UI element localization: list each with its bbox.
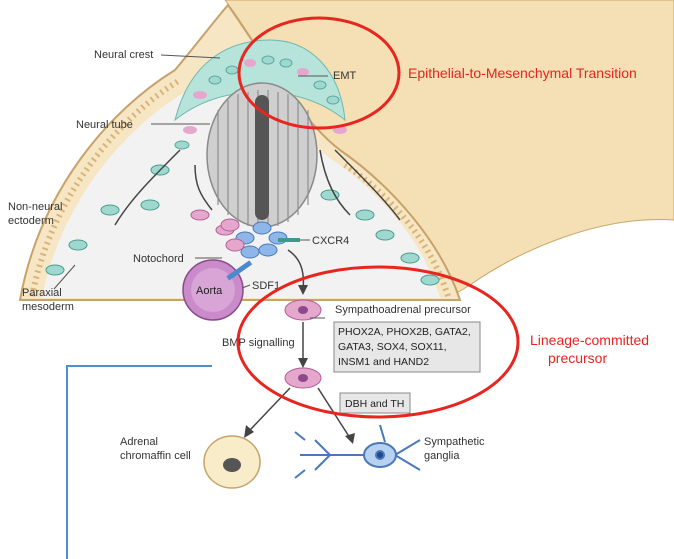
label-adrenal-2: chromaffin cell — [120, 450, 191, 462]
annotation-emt: Epithelial-to-Mesenchymal Transition — [408, 65, 637, 81]
tf-box: PHOX2A, PHOX2B, GATA2, GATA3, SOX4, SOX1… — [334, 322, 480, 372]
label-bmp: BMP signalling — [222, 337, 295, 349]
tf-line-1: PHOX2A, PHOX2B, GATA2, — [338, 326, 471, 338]
to-chromaffin-arrow — [250, 388, 290, 430]
label-non-neural-1: Non-neural — [8, 201, 62, 213]
label-emt: EMT — [333, 70, 357, 82]
label-aorta: Aorta — [196, 285, 223, 297]
dbh-text: DBH and TH — [345, 398, 404, 410]
label-paraxial-1: Paraxial — [22, 287, 62, 299]
label-notochord: Notochord — [133, 253, 184, 265]
annotation-lineage-2: precursor — [548, 350, 607, 366]
tf-line-2: GATA3, SOX4, SOX11, — [338, 341, 447, 353]
chromaffin-cell — [204, 436, 260, 488]
tf-line-3: INSM1 and HAND2 — [338, 356, 429, 368]
label-neural-tube: Neural tube — [76, 119, 133, 131]
label-neural-crest: Neural crest — [94, 49, 153, 61]
label-paraxial-2: mesoderm — [22, 301, 74, 313]
label-adrenal-1: Adrenal — [120, 436, 158, 448]
dbh-box: DBH and TH — [340, 393, 410, 413]
label-ganglia-1: Sympathetic — [424, 436, 485, 448]
label-ganglia-2: ganglia — [424, 450, 460, 462]
ganglion-neuron — [295, 425, 420, 478]
label-sympathoadrenal: Sympathoadrenal precursor — [335, 304, 471, 316]
label-cxcr4: CXCR4 — [312, 235, 349, 247]
label-non-neural-2: ectoderm — [8, 215, 54, 227]
blue-connector-line — [67, 366, 212, 559]
annotation-lineage-1: Lineage-committed — [530, 332, 649, 348]
neural-tube — [207, 83, 317, 228]
